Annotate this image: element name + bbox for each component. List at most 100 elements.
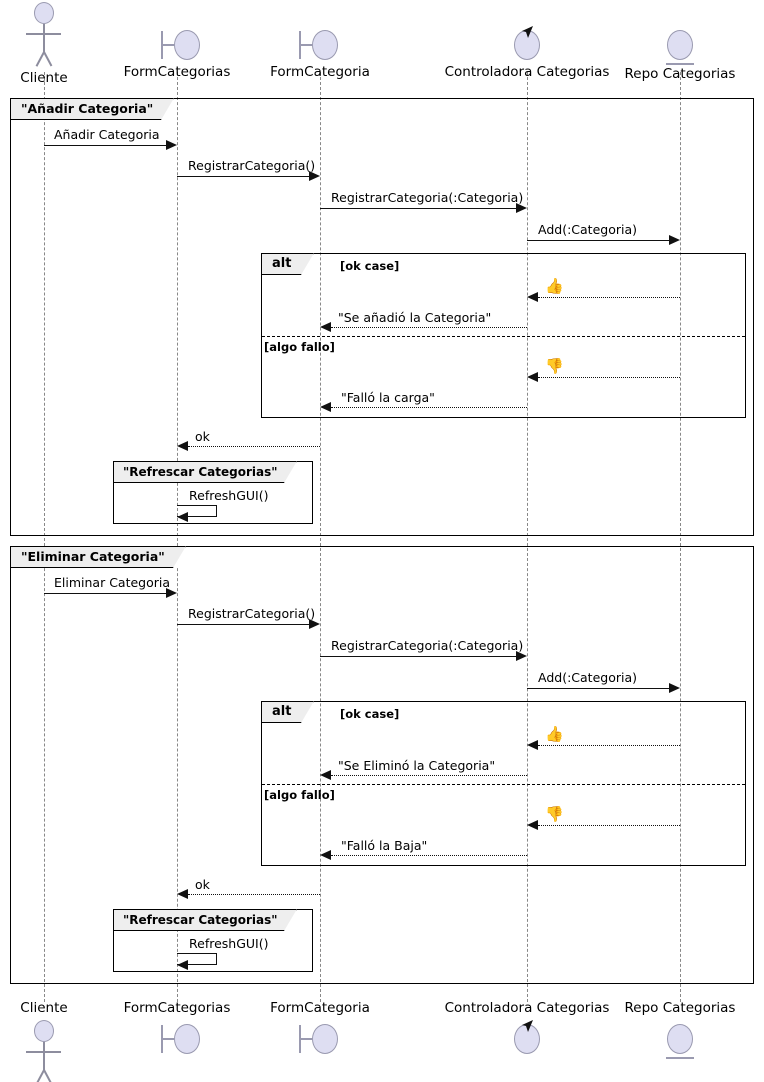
message-arrow	[44, 145, 166, 146]
message-arrow	[188, 446, 320, 447]
lifeline-cliente	[44, 72, 45, 1002]
participant-label: Repo Categorias	[624, 1000, 736, 1016]
arrow-head-icon	[177, 889, 188, 899]
participant-formcategoria-bottom[interactable]: FormCategoria	[256, 1000, 384, 1058]
alt-branch-divider	[262, 336, 745, 337]
message-arrow	[320, 208, 516, 209]
message-label: ok	[195, 877, 210, 892]
alt-guard-ok: [ok case]	[340, 707, 400, 721]
message-arrow	[331, 855, 527, 856]
control-icon	[442, 1020, 612, 1058]
message-label: RegistrarCategoria(:Categoria)	[331, 638, 524, 653]
frame-refrescar-categorias	[113, 909, 313, 972]
frame-eliminar-categoria	[10, 546, 754, 984]
arrow-head-icon	[166, 140, 177, 150]
participant-label: FormCategorias	[123, 1000, 231, 1016]
lifeline-formcategorias	[177, 72, 178, 1002]
message-arrow	[538, 377, 680, 378]
boundary-icon	[111, 26, 243, 64]
participant-label: FormCategoria	[270, 1000, 370, 1016]
boundary-icon	[256, 1020, 384, 1058]
arrow-head-icon	[527, 820, 538, 830]
participant-controladora-categorias-bottom[interactable]: Controladora Categorias	[442, 1000, 612, 1058]
participant-repo-categorias-bottom[interactable]: Repo Categorias	[609, 1000, 751, 1059]
alt-guard-fail: [algo fallo]	[264, 788, 335, 802]
arrow-head-icon	[320, 770, 331, 780]
arrow-head-icon	[669, 683, 680, 693]
message-arrow	[527, 688, 669, 689]
arrow-head-icon	[166, 588, 177, 598]
control-arrow-glyph	[522, 26, 533, 38]
thumbs-down-icon: 👎	[545, 805, 564, 823]
participant-repo-categorias-top[interactable]: Repo Categorias	[609, 26, 751, 82]
participant-cliente-bottom[interactable]: Cliente	[0, 1000, 88, 1082]
entity-icon	[609, 26, 751, 65]
message-arrow	[331, 775, 527, 776]
message-arrow	[177, 624, 309, 625]
alt-guard-ok: [ok case]	[340, 259, 400, 273]
arrow-head-icon	[309, 171, 320, 181]
message-label: ok	[195, 429, 210, 444]
message-arrow	[188, 894, 320, 895]
message-arrow	[320, 656, 516, 657]
arrow-head-icon	[516, 651, 527, 661]
arrow-head-icon	[516, 203, 527, 213]
participant-label: FormCategorias	[123, 64, 231, 80]
alt-branch-divider	[262, 784, 745, 785]
participant-label: FormCategoria	[270, 64, 370, 80]
boundary-icon	[111, 1020, 243, 1058]
message-label: RegistrarCategoria(:Categoria)	[331, 190, 524, 205]
message-label: Add(:Categoria)	[538, 222, 637, 237]
message-label: "Falló la Baja"	[341, 838, 428, 853]
message-label: Eliminar Categoria	[54, 575, 171, 590]
participant-label: Cliente	[20, 1000, 68, 1016]
message-arrow	[44, 593, 166, 594]
arrow-head-icon	[527, 740, 538, 750]
participant-formcategorias-top[interactable]: FormCategorias	[111, 26, 243, 80]
message-label: RegistrarCategoria()	[188, 606, 316, 621]
arrow-head-icon	[669, 235, 680, 245]
frame-refrescar-categorias-label: "Refrescar Categorias"	[114, 909, 297, 931]
frame-anadir-categoria	[10, 98, 754, 536]
message-arrow	[331, 407, 527, 408]
control-arrow-glyph	[522, 1020, 533, 1032]
message-label: "Se Eliminó la Categoria"	[338, 758, 496, 773]
message-label: Añadir Categoria	[54, 127, 160, 142]
lifeline-repo-categorias	[680, 72, 681, 1002]
arrow-head-icon	[527, 292, 538, 302]
thumbs-down-icon: 👎	[545, 357, 564, 375]
message-label: "Falló la carga"	[341, 390, 435, 405]
message-label: Add(:Categoria)	[538, 670, 637, 685]
message-arrow	[538, 297, 680, 298]
boundary-icon	[256, 26, 384, 64]
frame-refrescar-categorias-label: "Refrescar Categorias"	[114, 461, 297, 483]
lifeline-controladora-categorias	[527, 72, 528, 1002]
participant-formcategorias-bottom[interactable]: FormCategorias	[111, 1000, 243, 1058]
message-arrow	[331, 327, 527, 328]
arrow-head-icon	[527, 372, 538, 382]
arrow-head-icon	[320, 402, 331, 412]
thumbs-up-icon: 👍	[545, 277, 564, 295]
alt-guard-fail: [algo fallo]	[264, 340, 335, 354]
arrow-head-icon	[177, 441, 188, 451]
participant-label: Controladora Categorias	[444, 1000, 610, 1016]
message-arrow	[538, 825, 680, 826]
participant-label: Controladora Categorias	[444, 64, 610, 80]
message-label: RegistrarCategoria()	[188, 158, 316, 173]
participant-formcategoria-top[interactable]: FormCategoria	[256, 26, 384, 80]
arrow-head-icon	[177, 512, 188, 522]
arrow-head-icon	[320, 850, 331, 860]
message-label: "Se añadió la Categoria"	[338, 310, 492, 325]
message-arrow	[527, 240, 669, 241]
self-message-loop	[177, 505, 217, 517]
actor-stick-figure-icon	[0, 2, 88, 67]
participant-controladora-categorias-top[interactable]: Controladora Categorias	[442, 26, 612, 80]
actor-stick-figure-icon	[0, 1020, 88, 1082]
participant-cliente-top[interactable]: Cliente	[0, 2, 88, 86]
frame-eliminar-categoria-label: "Eliminar Categoria"	[11, 546, 186, 568]
alt-fragment	[261, 701, 746, 866]
participant-label: Cliente	[20, 70, 68, 86]
entity-icon	[609, 1020, 751, 1059]
message-label: RefreshGUI()	[189, 488, 269, 503]
arrow-head-icon	[309, 619, 320, 629]
